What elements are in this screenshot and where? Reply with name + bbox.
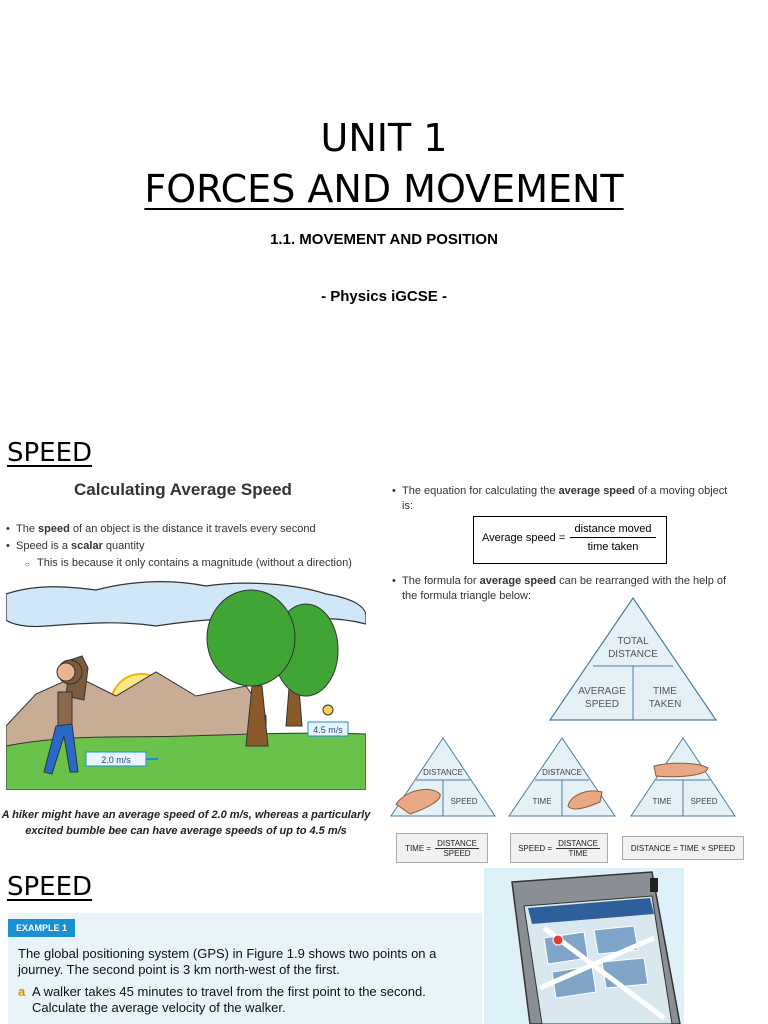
topic-title: FORCES AND MOVEMENT [144, 167, 624, 211]
formula-intro: The formula for average speed can be rea… [392, 574, 762, 604]
formula-speed: SPEED = DISTANCE TIME [510, 833, 608, 863]
small-tri3-time: TIME [652, 797, 672, 806]
hiker-illustration: 2.0 m/s 4.5 m/s [6, 576, 366, 790]
example-tag: EXAMPLE 1 [8, 919, 76, 937]
formula-distance: DISTANCE = TIME × SPEED [622, 836, 744, 860]
subtopic-title: 1.1. MOVEMENT AND POSITION [270, 231, 498, 248]
small-tri2-time: TIME [532, 797, 552, 806]
speed-heading-2: SPEED [7, 872, 93, 902]
speed-heading: SPEED [7, 438, 93, 468]
example-panel [8, 913, 482, 1024]
small-tri1-speed: SPEED [450, 797, 478, 806]
card-title: Calculating Average Speed [74, 480, 292, 499]
sub-bullet-magnitude: This is because it only contains a magni… [25, 556, 352, 572]
equation-intro: The equation for calculating the average… [392, 484, 754, 514]
small-triangle-distance [630, 737, 736, 817]
unit-title: UNIT 1 [320, 116, 448, 160]
formula-triangle [548, 596, 718, 721]
hiker-caption: A hiker might have an average speed of 2… [1, 809, 371, 837]
small-triangle-speed [508, 737, 616, 817]
gps-phone-illustration [484, 868, 684, 1024]
bullet-speed-definition: The speed of an object is the distance i… [6, 522, 316, 537]
formula-time: TIME = DISTANCE SPEED [396, 833, 488, 863]
small-tri1-distance: DISTANCE [423, 768, 463, 777]
example-intro: The global positioning system (GPS) in F… [18, 946, 437, 977]
bullet-scalar: Speed is a scalar quantity [6, 539, 144, 554]
small-tri2-distance: DISTANCE [542, 768, 582, 777]
hiker-speed-label: 2.0 m/s [101, 755, 131, 765]
average-speed-equation: Average speed = distance moved time take… [473, 516, 667, 564]
small-triangle-time [390, 737, 496, 817]
small-tri3-speed: SPEED [690, 797, 718, 806]
course-subtitle: - Physics iGCSE - [321, 288, 447, 305]
example-part-a: a A walker takes 45 minutes to travel fr… [18, 984, 426, 1015]
bee-speed-label: 4.5 m/s [313, 725, 343, 735]
